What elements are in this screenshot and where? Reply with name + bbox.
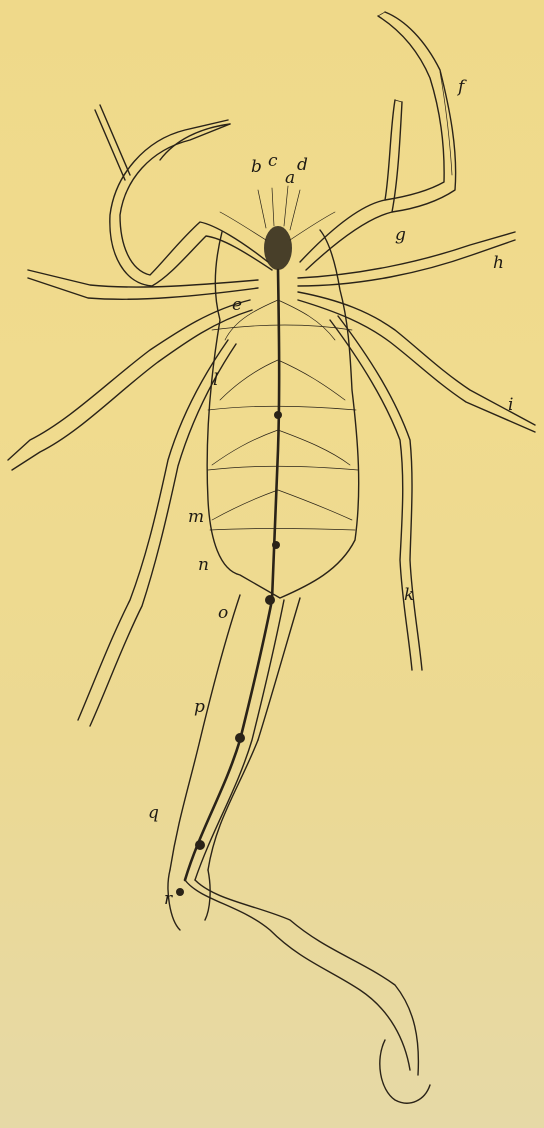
label-f: f: [456, 77, 467, 97]
label-e: e: [232, 295, 242, 315]
label-m: m: [188, 507, 204, 527]
left-pedipalp: [95, 105, 272, 286]
label-c: c: [268, 151, 278, 171]
label-k: k: [404, 585, 414, 605]
label-r: r: [164, 889, 173, 909]
right-pedipalp: [300, 12, 456, 270]
label-b: b: [251, 157, 262, 177]
figure-labels: b c a d f g h e l i m n k o p q r: [148, 77, 513, 909]
label-n: n: [198, 555, 209, 575]
label-q: q: [148, 803, 159, 823]
right-legs: [298, 232, 535, 670]
label-l: l: [213, 370, 218, 390]
nerve-cord: [176, 226, 418, 1075]
label-i: i: [508, 395, 513, 415]
label-h: h: [493, 253, 504, 273]
label-o: o: [218, 603, 228, 623]
label-d: d: [297, 155, 308, 175]
label-p: p: [194, 697, 205, 717]
label-a: a: [285, 168, 295, 188]
label-g: g: [395, 225, 406, 245]
